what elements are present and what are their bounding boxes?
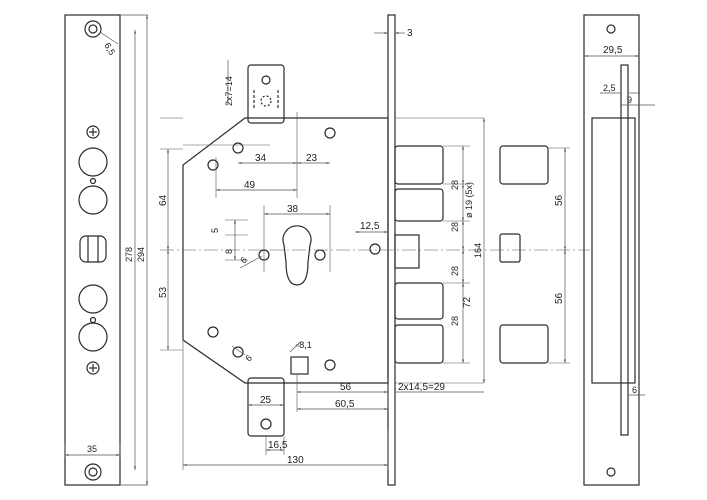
dim-2-5: 2,5 bbox=[603, 83, 616, 93]
dim-side-6: 6 bbox=[632, 385, 637, 395]
extended-bolt-top bbox=[499, 145, 549, 185]
bolt-opening-1 bbox=[78, 147, 108, 177]
latch-opening bbox=[79, 235, 107, 263]
dim-slot-2x7-14: 2x7=14 bbox=[224, 76, 234, 106]
dim-9: 9 bbox=[627, 95, 632, 105]
dim-34: 34 bbox=[255, 153, 267, 164]
bolt-2 bbox=[394, 188, 444, 222]
dim-25: 25 bbox=[260, 395, 272, 406]
bolt-5 bbox=[394, 324, 444, 364]
case-dimensions bbox=[166, 31, 567, 467]
dim-56-upper: 56 bbox=[554, 194, 565, 206]
side-faceplate bbox=[583, 14, 640, 486]
dim-130: 130 bbox=[287, 455, 304, 466]
dim-23: 23 bbox=[306, 153, 318, 164]
upper-plus-screw bbox=[86, 125, 100, 139]
dim-12-5: 12,5 bbox=[360, 221, 380, 232]
dim-screw-hole-diameter: 6,5 bbox=[102, 41, 117, 57]
dim-164: 164 bbox=[473, 243, 483, 258]
bolt-4 bbox=[394, 282, 444, 320]
dim-8: 8 bbox=[224, 249, 234, 254]
cylinder-cutout bbox=[282, 225, 312, 286]
dim-5: 5 bbox=[210, 228, 220, 233]
dim-bolt-28-a: 28 bbox=[450, 180, 460, 190]
dim-square-8-1: ▫8,1 bbox=[296, 340, 312, 350]
dim-16-5: 16,5 bbox=[268, 440, 288, 451]
dim-hole-6-upper: 6 bbox=[238, 255, 249, 266]
bottom-screw-hole bbox=[84, 463, 102, 481]
dim-53: 53 bbox=[158, 286, 169, 298]
top-screw-hole bbox=[84, 20, 102, 38]
latch-bolt bbox=[394, 234, 420, 269]
lower-plus-screw bbox=[86, 361, 100, 375]
dim-56-backset: 56 bbox=[340, 382, 352, 393]
dim-38: 38 bbox=[287, 204, 299, 215]
construction-lines bbox=[160, 112, 590, 470]
side-view-dimensions bbox=[584, 54, 655, 396]
bottom-mounting-tab bbox=[247, 377, 285, 437]
side-view bbox=[583, 14, 640, 486]
case-body bbox=[182, 117, 389, 384]
dim-72: 72 bbox=[462, 296, 473, 308]
dim-hole-spacing-278: 278 bbox=[124, 247, 134, 262]
square-spindle bbox=[290, 356, 309, 375]
dim-hole-6-lower: 6 bbox=[243, 353, 254, 364]
dim-3: 3 bbox=[407, 28, 413, 39]
extended-latch bbox=[499, 233, 521, 263]
side-case-body bbox=[591, 117, 636, 384]
dim-bolt-diameter-19: ø 19 (5x) bbox=[464, 182, 474, 218]
bolt-opening-2 bbox=[78, 185, 108, 215]
dim-60-5: 60,5 bbox=[335, 399, 355, 410]
bolt-opening-5 bbox=[78, 322, 108, 352]
dim-faceplate-length-294: 294 bbox=[136, 247, 146, 262]
faceplate-outline bbox=[64, 14, 121, 486]
dim-faceplate-width-35: 35 bbox=[87, 444, 97, 454]
bolt-opening-4 bbox=[78, 284, 108, 314]
top-mounting-tab bbox=[247, 64, 285, 124]
dim-29-5: 29,5 bbox=[603, 45, 623, 56]
dim-64: 64 bbox=[158, 194, 169, 206]
extended-bolt-bottom bbox=[499, 324, 549, 364]
side-forend bbox=[620, 64, 629, 436]
dim-bolt-28-d: 28 bbox=[450, 316, 460, 326]
dim-bolt-28-c: 28 bbox=[450, 266, 460, 276]
front-faceplate-view bbox=[64, 14, 121, 486]
dim-bolt-28-b: 28 bbox=[450, 222, 460, 232]
dim-56-lower: 56 bbox=[554, 292, 565, 304]
dim-49: 49 bbox=[244, 180, 256, 191]
dim-2x14-5: 2x14,5=29 bbox=[398, 382, 445, 393]
faceplate-dimensions bbox=[64, 14, 149, 486]
bolt-1 bbox=[394, 145, 444, 185]
